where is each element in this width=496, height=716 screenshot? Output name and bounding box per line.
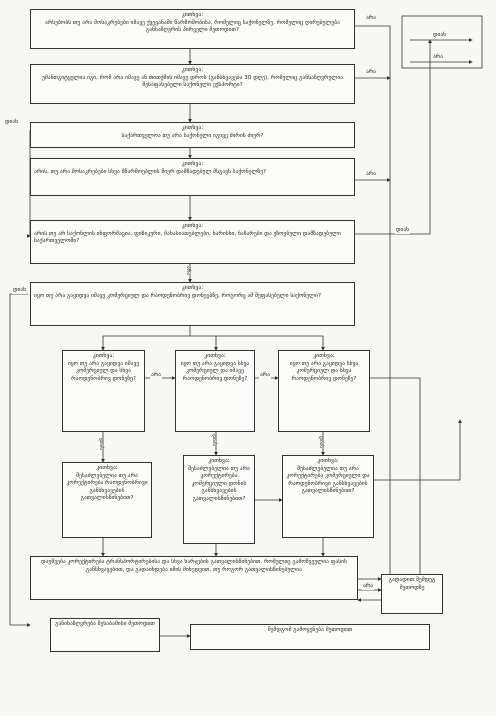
question-11-text: შესაძლებელია თუ არა კორექტირება კომერციუ… — [188, 465, 250, 502]
question-2-box: კითხვა: უმანთგიტყულია იგი, რომ არა იმავე… — [30, 64, 355, 104]
question-1-box: კითხვა: არსებობს თუ არა მოსაკრებები იმავ… — [30, 9, 355, 49]
question-6-box: კითხვა: იყო თუ არა გაყიდვა იმავე კომერცი… — [30, 282, 355, 326]
next-method-text: გადადით შემდეგ მეთოდზე — [388, 577, 436, 591]
question-prefix: კითხვა: — [92, 353, 115, 359]
question-prefix: კითხვა: — [181, 223, 204, 229]
question-10-text: შესაძლებელია თუ არა კორექტირება რაოდენობ… — [66, 472, 148, 502]
edge-label-no: არა — [365, 15, 377, 22]
edge-label-yes: დიახ — [98, 438, 104, 450]
question-5-text: არის თუ არ საქონლის ინფორმაცია, ფიზიკური… — [34, 230, 341, 245]
edge-label-no: არა — [362, 583, 374, 590]
adjustment-text: დაუშვება კორექტირება ტრანსპორტირებისა და… — [41, 559, 347, 573]
edge-label-yes: დიახ — [211, 434, 217, 446]
question-4-box: კითხვა: არის, თუ არა მოსაკრებები სხვა მწ… — [30, 158, 355, 196]
result-text: განისაზღვრება შესაბამისი მეთოდით — [55, 621, 155, 627]
question-6-text: იყო თუ არა გაყიდვა იმავე კომერციულ და რა… — [34, 292, 321, 299]
question-8-text: იყო თუ არა გაყიდვა სხვა კომერციულ და იმა… — [180, 360, 250, 382]
question-prefix: კითხვა: — [181, 12, 204, 18]
question-prefix: კითხვა: — [181, 285, 204, 291]
question-prefix: კითხვა: — [317, 458, 339, 464]
question-4-text: არის, თუ არა მოსაკრებები სხვა მწარმოებლი… — [34, 168, 267, 175]
edge-label-no: არა — [365, 69, 377, 76]
question-3-box: კითხვა: საქართველოა თუ არა საქონელი იგივ… — [30, 122, 355, 148]
legend-yes-label: დიახ — [432, 32, 448, 39]
edge-label-no: არა — [259, 372, 271, 379]
edge-label-no: არა — [185, 266, 191, 276]
edge-label-yes: დიახ — [395, 227, 411, 234]
question-prefix: კითხვა: — [204, 353, 226, 359]
edge-label-no: არა — [365, 171, 377, 178]
question-prefix: კითხვა: — [208, 458, 230, 464]
question-prefix: კითხვა: — [181, 161, 204, 167]
question-9-text: იყო თუ არა გაყიდვა სხვა კომერციულ და სხვ… — [289, 360, 359, 382]
result-box: განისაზღვრება შესაბამისი მეთოდით — [50, 618, 160, 652]
question-1-text: არსებობს თუ არა მოსაკრებები იმავე ქვეყან… — [44, 19, 341, 34]
apply-box: შემდგომ გამოყენება მეთოდით — [190, 624, 430, 650]
question-7-box: კითხვა: იყო თუ არა გაყიდვა იმავე კომერცი… — [62, 350, 145, 432]
legend-no-label: არა — [432, 54, 444, 61]
question-12-text: შესაძლებელია თუ არა კორექტირება კომერციუ… — [286, 465, 370, 495]
question-prefix: კითხვა: — [181, 67, 204, 73]
question-prefix: კითხვა: — [96, 465, 118, 471]
question-7-text: იყო თუ არა გაყიდვა იმავე კომერციულ და სხ… — [67, 360, 140, 382]
edge-label-no: არა — [150, 372, 162, 379]
question-5-box: კითხვა: არის თუ არ საქონლის ინფორმაცია, … — [30, 220, 355, 264]
question-2-text: უმანთგიტყულია იგი, რომ არა იმავე ან თითქ… — [41, 74, 344, 89]
question-12-box: კითხვა: შესაძლებელია თუ არა კორექტირება … — [282, 455, 374, 538]
next-method-box: გადადით შემდეგ მეთოდზე — [381, 574, 443, 614]
legend-box — [401, 15, 483, 69]
question-9-box: კითხვა: იყო თუ არა გაყიდვა სხვა კომერციუ… — [278, 350, 370, 432]
question-prefix: კითხვა: — [313, 353, 335, 359]
question-3-text: საქართველოა თუ არა საქონელი იგივე ძირის … — [121, 132, 264, 139]
edge-label-yes: დიახ — [318, 436, 324, 448]
question-prefix: კითხვა: — [181, 125, 204, 131]
adjustment-box: დაუშვება კორექტირება ტრანსპორტირებისა და… — [30, 556, 358, 600]
question-10-box: კითხვა: შესაძლებელია თუ არა კორექტირება … — [62, 462, 152, 538]
edge-label-yes: დიახ — [12, 287, 28, 294]
apply-text: შემდგომ გამოყენება მეთოდით — [267, 627, 353, 633]
question-11-box: კითხვა: შესაძლებელია თუ არა კორექტირება … — [183, 455, 255, 544]
question-8-box: კითხვა: იყო თუ არა გაყიდვა სხვა კომერციუ… — [175, 350, 255, 432]
edge-label-yes: დიახ — [4, 119, 20, 126]
